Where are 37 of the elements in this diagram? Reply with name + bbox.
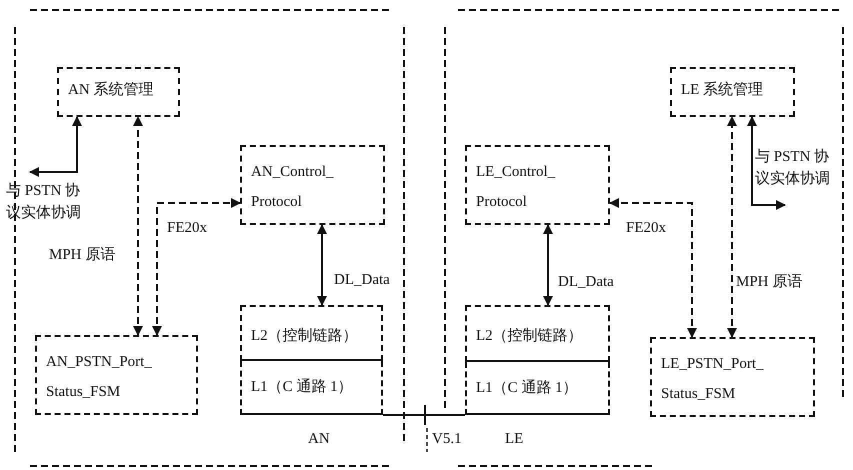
box-label: L1（C 通路 1）	[251, 378, 354, 397]
arrow	[133, 116, 143, 336]
box-label: LE_PSTN_Port_ Status_FSM	[661, 355, 765, 404]
protocol-box	[240, 145, 385, 225]
arrow	[317, 224, 327, 306]
layer-box	[240, 305, 383, 361]
edge-label: DL_Data	[333, 271, 391, 289]
arrow	[543, 224, 553, 306]
section-label: AN	[308, 430, 330, 448]
state-machine-box	[650, 337, 815, 417]
box-label: L2（控制链路）	[476, 326, 584, 346]
arrow	[609, 198, 697, 338]
arrow	[727, 116, 737, 338]
box-label: L2（控制链路）	[251, 326, 359, 346]
protocol-box	[465, 145, 610, 225]
edge-label: DL_Data	[557, 273, 615, 291]
coordination-text: 与 PSTN 协议实体协调	[755, 146, 841, 198]
interface-line	[383, 414, 465, 416]
box-label: AN_Control_ Protocol	[251, 163, 335, 212]
box-label: AN 系统管理	[68, 80, 154, 100]
arrow	[29, 116, 82, 177]
box-label: AN_PSTN_Port_ Status_FSM	[46, 353, 153, 402]
layer-box	[465, 305, 610, 362]
state-machine-box	[35, 335, 198, 415]
edge-label: MPH 原语	[48, 246, 116, 264]
arrow	[747, 116, 786, 210]
box-label: LE 系统管理	[681, 80, 764, 100]
box-label: L1（C 通路 1）	[476, 378, 579, 398]
section-label: V5.1	[432, 430, 462, 448]
edge-label: MPH 原语	[735, 273, 804, 291]
box-label: LE_Control_ Protocol	[476, 163, 556, 212]
section-label: LE	[505, 430, 524, 448]
layer-box	[240, 361, 383, 415]
layer-box	[465, 362, 610, 415]
management-box	[57, 67, 180, 117]
management-box	[670, 67, 795, 117]
arrow	[152, 198, 241, 336]
